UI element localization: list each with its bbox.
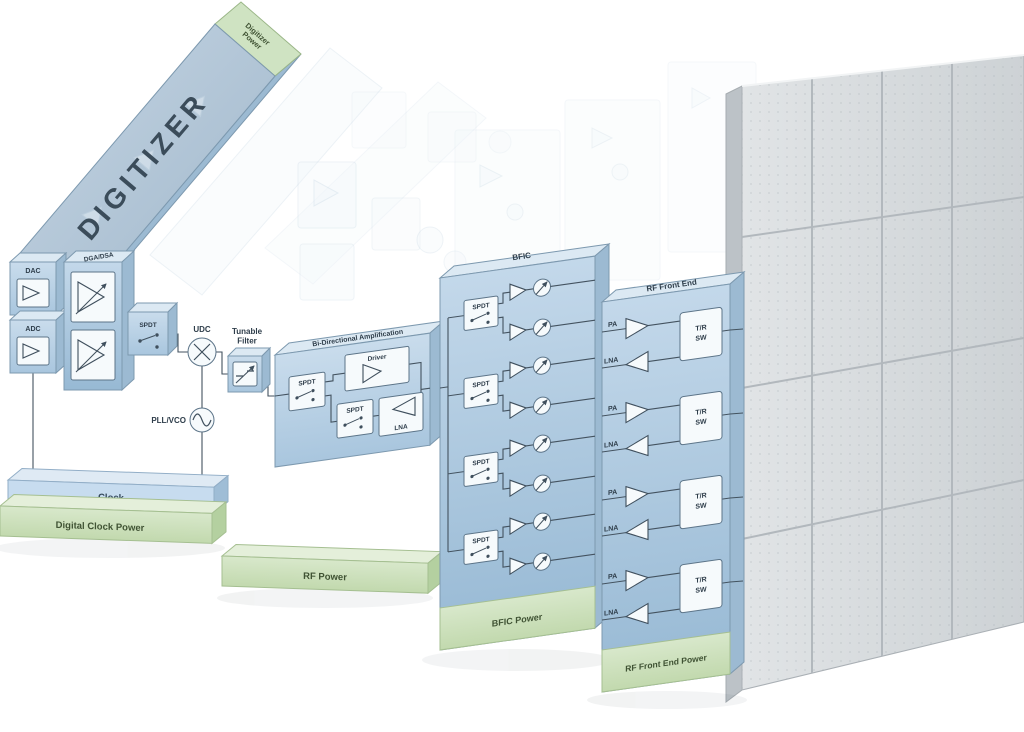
ghost-circle xyxy=(416,226,444,254)
digital-clock-power-bar: Digital Clock Power xyxy=(0,493,228,545)
rffe-power-bar xyxy=(601,631,731,693)
udc-mixer: UDC xyxy=(187,325,217,367)
ghost-block xyxy=(297,161,357,229)
sine-wave-icon xyxy=(192,413,212,427)
filter-tune-arrow-icon xyxy=(235,365,255,384)
digital-clock-power-label: Digital Clock Power xyxy=(56,520,145,534)
adc-symbol-icon xyxy=(22,343,41,359)
spdt-switch-icon xyxy=(295,389,315,402)
dac-symbol-icon xyxy=(22,285,41,301)
ghost-block xyxy=(299,243,355,301)
ghost-block xyxy=(564,99,661,281)
pll-vco: PLL/VCO xyxy=(151,407,215,433)
spdt-label: SPDT xyxy=(298,378,315,387)
bfic-power-bar xyxy=(439,585,596,651)
variable-amp-icon xyxy=(77,339,106,371)
pll-vco-label: PLL/VCO xyxy=(151,416,186,425)
ghost-amp-icon xyxy=(81,206,103,229)
dac-label: DAC xyxy=(25,268,40,275)
lna-amp-icon xyxy=(391,396,416,417)
ghost-circle xyxy=(611,163,629,181)
ghost-circle xyxy=(506,203,524,221)
gain-arrow-icon xyxy=(75,283,107,315)
rffe-side xyxy=(729,270,745,676)
spdt-block xyxy=(336,398,374,439)
driver-label: Driver xyxy=(368,353,387,363)
rffe-antenna-wires xyxy=(729,328,744,583)
ghost-amp-icon xyxy=(691,87,712,109)
rf-power-bar: RF Power xyxy=(220,543,444,595)
variable-amp-icon xyxy=(77,281,106,313)
ghost-slab xyxy=(264,81,487,285)
adc-block: ADC xyxy=(8,309,68,375)
dcp-bar-front xyxy=(0,505,213,544)
driver-amp-icon xyxy=(362,363,383,384)
bidir-face-group: SPDT Driver SPDT LNA xyxy=(274,332,431,468)
shadows xyxy=(0,538,747,709)
spdt-label: SPDT xyxy=(139,322,156,329)
bfic-fanout-wires xyxy=(440,315,464,553)
rffe-face-group: RF Front End Power xyxy=(601,283,731,693)
adc-label: ADC xyxy=(25,326,40,333)
driver-amp-block xyxy=(344,345,410,392)
bidir-wires xyxy=(275,361,430,423)
ghost-amp-icon xyxy=(133,149,155,172)
ghost-amp-icon xyxy=(313,179,340,207)
ghost-block xyxy=(427,111,477,163)
spdt-switch-icon xyxy=(138,333,159,349)
rf-front-end-block: RF Front End RF Front End Power xyxy=(600,270,746,693)
antenna-top-highlight xyxy=(741,54,1024,87)
bfic-face-group: BFIC Power xyxy=(439,255,596,651)
rf-power-label: RF Power xyxy=(303,571,347,584)
spdt-front xyxy=(127,311,169,356)
digitizer-block: DigitizerPower DIGITIZER xyxy=(14,1,302,312)
lna-label: LNA xyxy=(394,423,408,432)
ghost-amp-icon xyxy=(591,127,614,149)
spdt-side xyxy=(167,301,178,357)
antenna-array-panel xyxy=(725,54,1024,703)
spdt-block-main: SPDT xyxy=(126,301,179,357)
bfic-block: BFIC BFIC Power xyxy=(438,242,611,651)
antenna-grid xyxy=(741,63,1024,673)
gain-arrow-icon xyxy=(75,341,107,373)
ghost-circle xyxy=(488,130,512,154)
ghost-slab xyxy=(149,47,383,296)
wire-mixer-filter xyxy=(216,351,228,375)
rf-power-front xyxy=(221,555,429,594)
bfic-label: BFIC xyxy=(512,251,532,263)
spdt-block xyxy=(288,371,326,412)
bidir-amp-block: Bi-Directional Amplification SPDT Driver… xyxy=(273,319,446,468)
spdt-switch-icon xyxy=(343,416,363,429)
ghost-block xyxy=(351,91,407,149)
mixer-x-icon xyxy=(193,343,211,361)
ghost-block xyxy=(371,197,421,251)
ghost-amp-icon xyxy=(184,95,206,118)
dga-dsa-block: DGA/DSA xyxy=(62,249,136,392)
dac-block: DAC xyxy=(8,251,68,317)
filter-side xyxy=(261,346,271,394)
spdt-label: SPDT xyxy=(346,406,363,415)
udc-label: UDC xyxy=(193,325,211,334)
ghost-amp-icon xyxy=(479,164,504,188)
